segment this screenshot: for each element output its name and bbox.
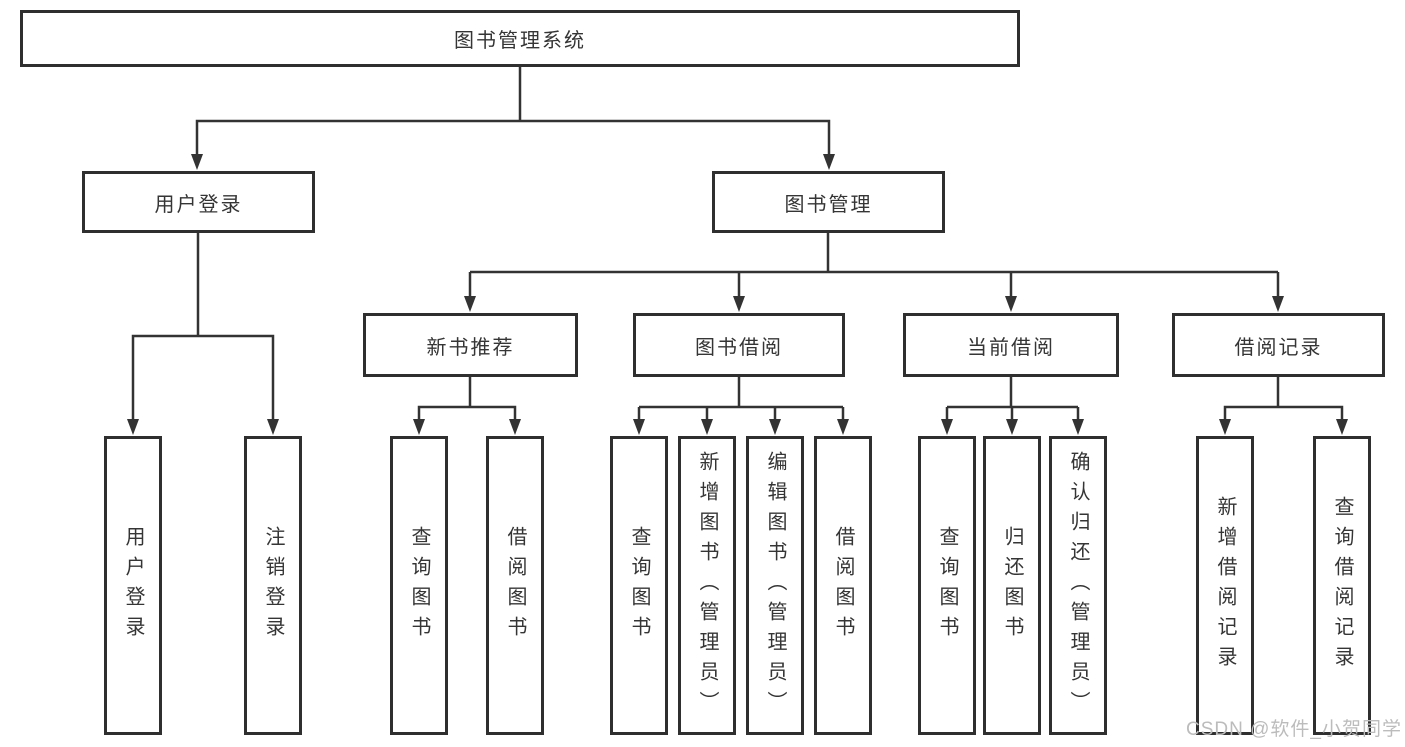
node-book-management: 图书管理 — [712, 171, 945, 233]
arrow-icon — [823, 154, 835, 170]
arrow-icon — [127, 419, 139, 435]
arrow-icon — [464, 296, 476, 312]
arrow-icon — [769, 419, 781, 435]
leaf-query-books-borrow: 查询图书 — [610, 436, 668, 735]
leaf-edit-books-admin: 编辑图书（管理员） — [746, 436, 804, 735]
connector-new-book-children — [417, 377, 517, 422]
arrow-icon — [1006, 419, 1018, 435]
connector-user-login-children — [131, 233, 275, 423]
connector-book-management-children — [468, 233, 1280, 299]
node-new-book-recommend: 新书推荐 — [363, 313, 578, 377]
arrow-icon — [191, 154, 203, 170]
arrow-icon — [941, 419, 953, 435]
leaf-user-login: 用户登录 — [104, 436, 162, 735]
csdn-watermark: CSDN @软件_小贺同学 — [1186, 719, 1402, 740]
leaf-return-books: 归还图书 — [983, 436, 1041, 735]
arrow-icon — [1219, 419, 1231, 435]
arrow-icon — [733, 296, 745, 312]
arrow-icon — [413, 419, 425, 435]
leaf-borrow-books: 借阅图书 — [814, 436, 872, 735]
node-book-borrow: 图书借阅 — [633, 313, 845, 377]
node-current-borrow: 当前借阅 — [903, 313, 1119, 377]
arrow-icon — [1005, 296, 1017, 312]
arrow-icon — [837, 419, 849, 435]
arrow-icon — [1072, 419, 1084, 435]
node-user-login: 用户登录 — [82, 171, 315, 233]
leaf-add-borrow-record: 新增借阅记录 — [1196, 436, 1254, 735]
node-borrow-record: 借阅记录 — [1172, 313, 1385, 377]
arrow-icon — [633, 419, 645, 435]
leaf-logout: 注销登录 — [244, 436, 302, 735]
connector-current-borrow-children — [945, 377, 1080, 422]
connector-book-borrow-children — [637, 377, 845, 422]
connector-borrow-record-children — [1223, 377, 1344, 422]
leaf-add-books-admin: 新增图书（管理员） — [678, 436, 736, 735]
arrow-icon — [701, 419, 713, 435]
leaf-query-books-current: 查询图书 — [918, 436, 976, 735]
node-root-library-system: 图书管理系统 — [20, 10, 1020, 67]
arrow-icon — [1272, 296, 1284, 312]
leaf-confirm-return-admin: 确认归还（管理员） — [1049, 436, 1107, 735]
leaf-query-borrow-record: 查询借阅记录 — [1313, 436, 1371, 735]
arrow-icon — [1336, 419, 1348, 435]
arrow-icon — [267, 419, 279, 435]
arrowheads — [127, 154, 1348, 435]
leaf-borrow-books-recommend: 借阅图书 — [486, 436, 544, 735]
connector-root-to-level2 — [195, 67, 831, 157]
arrow-icon — [509, 419, 521, 435]
leaf-query-books-recommend: 查询图书 — [390, 436, 448, 735]
